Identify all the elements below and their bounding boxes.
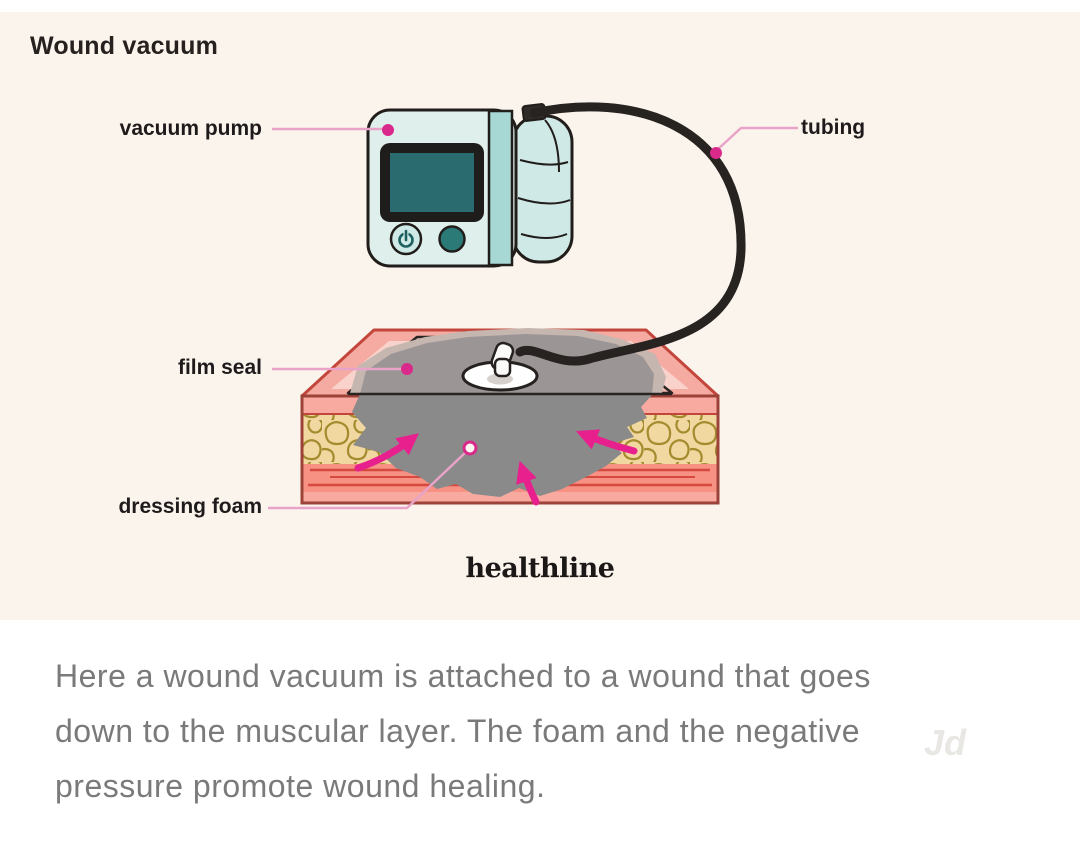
leader-dressing-foam [268, 451, 467, 510]
label-film-seal: film seal [177, 356, 262, 379]
power-icon [398, 229, 414, 248]
screen [390, 153, 474, 212]
bottom-skin-band [302, 492, 718, 503]
caption-line: pressure promote wound healing. [55, 768, 546, 804]
vacuum-pump-device [366, 103, 574, 268]
wound-vacuum-diagram [268, 102, 798, 510]
figure-title: Wound vacuum [30, 32, 219, 60]
foam-body [352, 394, 653, 497]
leader-dot-vacuum-pump [382, 124, 394, 136]
suction-arrows [354, 429, 638, 506]
photo-watermark: Jd [924, 722, 967, 763]
leader-dot-dressing-foam [462, 440, 478, 456]
power-button [389, 222, 423, 256]
label-tubing: tubing [801, 116, 866, 139]
caption-line: down to the muscular layer. The foam and… [55, 713, 861, 749]
tubing-curve [515, 102, 746, 366]
leader-lines [268, 126, 798, 510]
leader-tubing [716, 126, 798, 151]
caption: Here a wound vacuum is attached to a wou… [55, 649, 871, 814]
suction-arrow-right [575, 429, 638, 455]
caption-line: Here a wound vacuum is attached to a wou… [55, 658, 871, 694]
pump-side-stripe [487, 109, 514, 267]
healthline-wordmark: healthline [465, 553, 615, 584]
canister [511, 114, 574, 264]
wound-cross-section [300, 328, 720, 505]
port-elbow-connector [490, 341, 515, 378]
suction-arrow-bottom [516, 460, 540, 506]
leader-dot-tubing [710, 147, 722, 159]
leader-dot-film-seal [401, 363, 413, 375]
suction-arrow-left [354, 433, 419, 472]
label-dressing-foam: dressing foam [118, 495, 262, 518]
secondary-button [438, 225, 466, 253]
label-vacuum-pump: vacuum pump [119, 117, 262, 140]
